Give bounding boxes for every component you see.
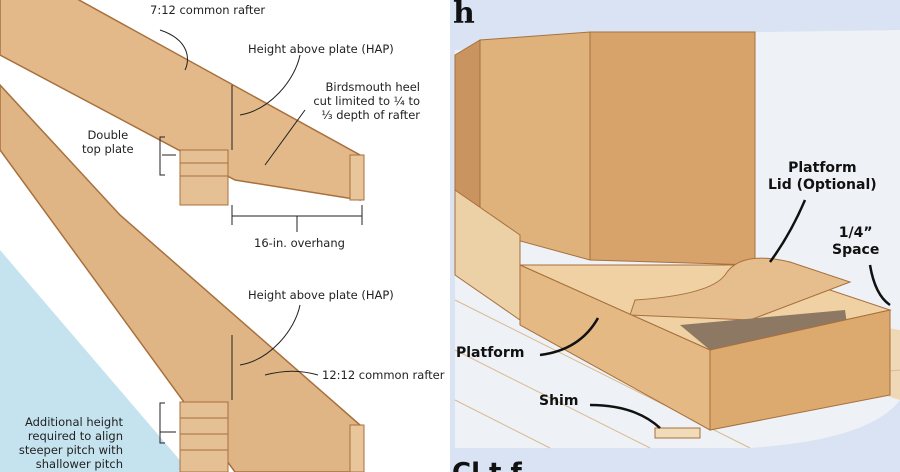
label-overhang: 16-in. overhang — [254, 236, 345, 250]
label-712-rafter: 7:12 common rafter — [150, 3, 266, 17]
label-space: 1/4” Space — [832, 225, 879, 259]
label-line: Lid (Optional) — [768, 177, 877, 193]
lower-rafter — [0, 83, 361, 472]
lower-rafter-tail — [349, 424, 365, 472]
cabinet-door — [589, 31, 756, 266]
label-line: Double — [87, 128, 129, 142]
blue-shading — [0, 250, 190, 472]
label-line: shallower pitch — [35, 457, 123, 471]
label-line: Space — [832, 242, 880, 258]
label-birdsmouth: Birdsmouth heel cut limited to ¼ to ⅓ de… — [313, 80, 420, 122]
label-line: ⅓ depth of rafter — [321, 108, 420, 122]
rafter-illustration — [0, 0, 365, 472]
shim — [654, 427, 701, 439]
cut-off-caption: Cl t f — [452, 458, 522, 472]
lower-top-plate — [179, 401, 229, 472]
platform-side — [709, 309, 891, 431]
panel-letter: h — [453, 0, 475, 31]
label-platform: Platform — [456, 345, 525, 361]
platform-illustration — [454, 30, 900, 449]
label-line: steeper pitch with — [18, 443, 123, 457]
label-line: cut limited to ¼ to — [313, 94, 420, 108]
label-line: Additional height — [24, 415, 123, 429]
toe-kick — [454, 189, 521, 321]
rafter-diagram: 7:12 common rafter Height above plate (H… — [0, 0, 445, 472]
platform-lid — [629, 257, 852, 321]
label-line: 1/4” — [838, 225, 873, 241]
label-hap-bottom: Height above plate (HAP) — [248, 288, 394, 302]
label-additional-height: Additional height required to align stee… — [18, 415, 123, 471]
label-1212-rafter: 12:12 common rafter — [322, 368, 445, 382]
label-double-top-plate: Double top plate — [82, 128, 134, 156]
label-line: Birdsmouth heel — [325, 80, 420, 94]
label-line: Platform — [788, 160, 857, 176]
label-line: required to align — [27, 429, 123, 443]
platform-diagram: h Platform Lid (Optional) 1/4” Space Pla… — [450, 0, 900, 472]
upper-rafter-tail — [349, 154, 365, 201]
label-line: top plate — [82, 142, 134, 156]
double-top-plate — [179, 149, 229, 206]
label-hap-top: Height above plate (HAP) — [248, 42, 394, 56]
label-shim: Shim — [539, 393, 579, 409]
label-platform-lid: Platform Lid (Optional) — [768, 160, 877, 194]
